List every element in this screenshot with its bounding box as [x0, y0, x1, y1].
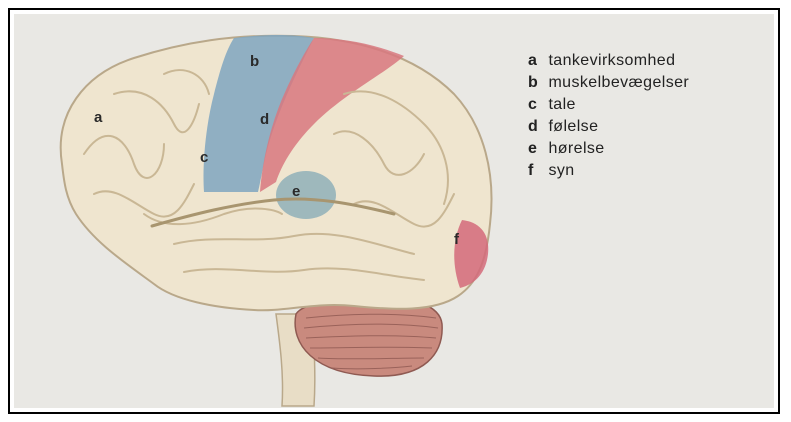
legend-item: b muskelbevægelser	[528, 72, 689, 94]
region-e-hearing	[276, 171, 336, 219]
label-a: a	[94, 109, 103, 126]
legend-item: c tale	[528, 94, 689, 116]
legend-item: f syn	[528, 160, 689, 182]
legend-text: hørelse	[548, 140, 604, 157]
legend-text: tankevirksomhed	[548, 52, 675, 69]
legend-text: følelse	[548, 118, 598, 135]
legend-text: syn	[548, 162, 574, 179]
legend-text: muskelbevægelser	[548, 74, 689, 91]
legend-text: tale	[548, 96, 575, 113]
legend-key: a	[528, 50, 544, 72]
label-c: c	[200, 149, 208, 166]
legend: a tankevirksomhed b muskelbevægelser c t…	[528, 50, 689, 182]
label-e: e	[292, 183, 300, 200]
legend-key: d	[528, 116, 544, 138]
legend-item: e hørelse	[528, 138, 689, 160]
label-d: d	[260, 111, 269, 128]
legend-item: d følelse	[528, 116, 689, 138]
label-b: b	[250, 53, 259, 70]
legend-key: b	[528, 72, 544, 94]
legend-item: a tankevirksomhed	[528, 50, 689, 72]
legend-key: e	[528, 138, 544, 160]
legend-key: f	[528, 160, 544, 182]
legend-key: c	[528, 94, 544, 116]
